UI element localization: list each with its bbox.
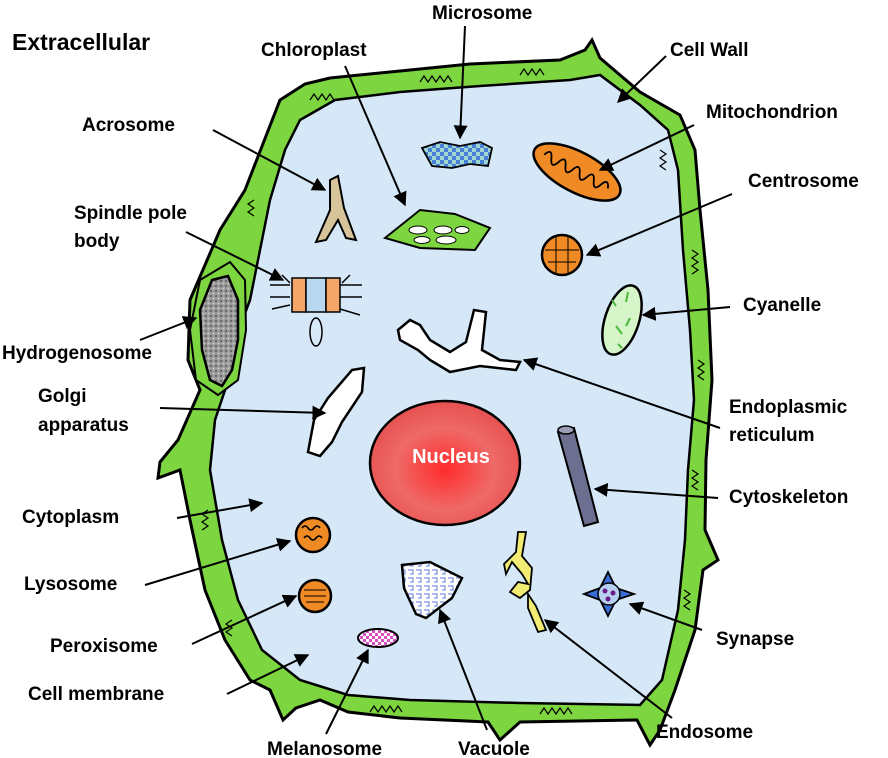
label-cell-membrane: Cell membrane bbox=[28, 684, 164, 705]
label-synapse: Synapse bbox=[716, 629, 794, 650]
label-cytoskeleton: Cytoskeleton bbox=[729, 487, 848, 508]
spindle-pole-body bbox=[270, 274, 362, 347]
acrosome bbox=[314, 174, 358, 244]
synapse bbox=[581, 569, 637, 619]
label-spindle-pole: Spindle pole bbox=[74, 203, 187, 224]
label-lysosome: Lysosome bbox=[24, 574, 117, 595]
label-cyanelle: Cyanelle bbox=[743, 295, 821, 316]
cytoskeleton bbox=[556, 425, 600, 528]
label-cytoplasm: Cytoplasm bbox=[22, 507, 119, 528]
label-centrosome: Centrosome bbox=[748, 171, 859, 192]
label-golgi-apparatus: apparatus bbox=[38, 415, 129, 436]
cytoplasm bbox=[208, 73, 696, 707]
nucleus-label: Nucleus bbox=[412, 446, 490, 468]
label-peroxisome: Peroxisome bbox=[50, 636, 158, 657]
label-chloroplast: Chloroplast bbox=[261, 40, 367, 61]
chloroplast-thylakoids bbox=[408, 225, 470, 245]
cell-wall-squiggles bbox=[200, 67, 706, 716]
mitochondrion bbox=[532, 142, 622, 202]
label-vacuole: Vacuole bbox=[458, 739, 530, 758]
label-melanosome: Melanosome bbox=[267, 739, 382, 758]
label-cell-wall: Cell Wall bbox=[670, 40, 748, 61]
label-reticulum: reticulum bbox=[729, 425, 815, 446]
centrosome bbox=[540, 233, 584, 277]
endoplasmic-reticulum bbox=[396, 308, 522, 374]
label-endoplasmic: Endoplasmic bbox=[729, 397, 848, 418]
label-endosome: Endosome bbox=[656, 722, 753, 743]
peroxisome bbox=[297, 578, 333, 614]
leader-lines bbox=[139, 25, 733, 735]
vacuole bbox=[400, 560, 464, 620]
lysosome bbox=[294, 516, 332, 554]
label-golgi: Golgi bbox=[38, 386, 87, 407]
label-microsome: Microsome bbox=[432, 3, 532, 24]
label-acrosome: Acrosome bbox=[82, 115, 175, 136]
title-extracellular: Extracellular bbox=[12, 29, 150, 55]
microsome bbox=[420, 141, 494, 169]
cyanelle bbox=[601, 284, 643, 356]
label-spindle-body: body bbox=[74, 231, 120, 252]
label-mitochondrion: Mitochondrion bbox=[706, 102, 838, 123]
nucleus bbox=[368, 399, 522, 527]
endosome bbox=[503, 531, 548, 634]
label-hydrogenosome: Hydrogenosome bbox=[2, 343, 152, 364]
melanosome bbox=[357, 628, 399, 648]
hydrogenosome bbox=[198, 274, 240, 388]
